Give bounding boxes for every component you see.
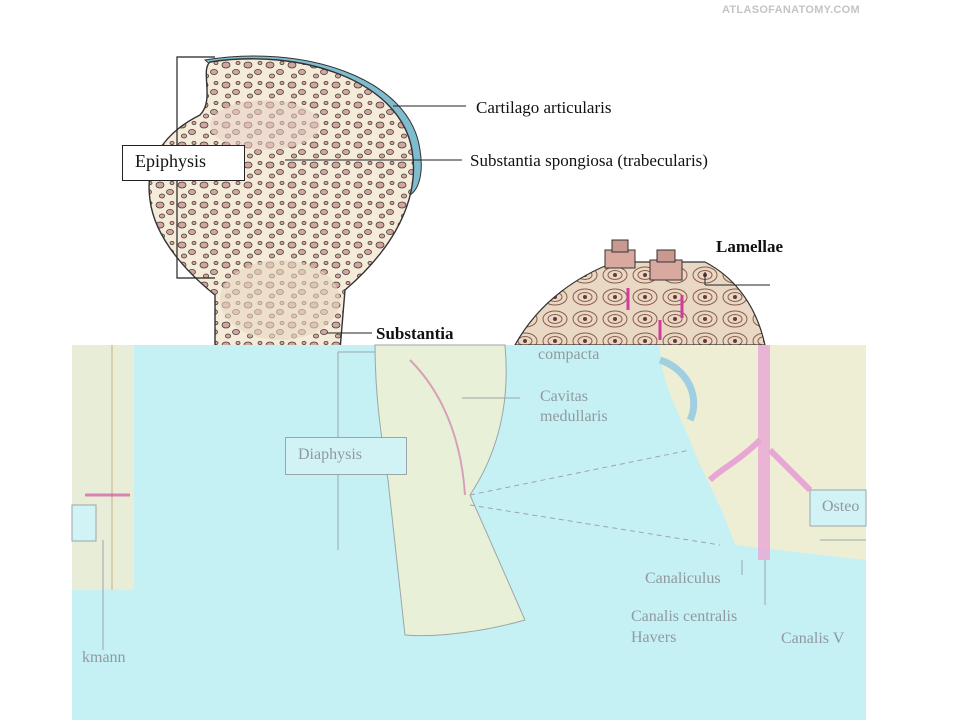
osteo-label: Osteo: [822, 499, 859, 515]
medullaris-label: medullaris: [540, 409, 608, 425]
canalis-v-label: Canalis V: [781, 631, 844, 647]
cavitas-label: Cavitas: [540, 389, 588, 405]
kmann-label: kmann: [82, 650, 126, 666]
compacta-label: compacta: [538, 347, 599, 363]
canaliculus-label: Canaliculus: [645, 571, 721, 587]
diaphysis-label: Diaphysis: [298, 447, 362, 463]
canalis-centralis-label: Canalis centralis: [631, 609, 737, 625]
havers-label: Havers: [631, 630, 676, 646]
